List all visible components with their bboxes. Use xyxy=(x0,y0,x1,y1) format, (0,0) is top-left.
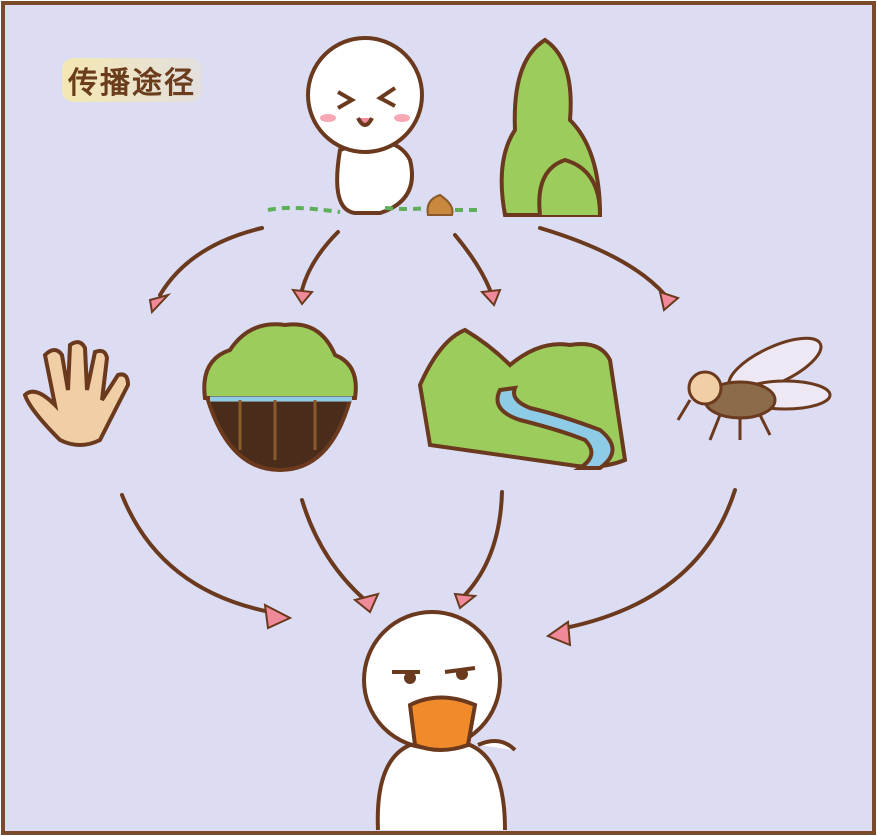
person-eating-icon xyxy=(362,610,517,831)
grass-strip xyxy=(267,205,480,214)
feces-icon xyxy=(426,193,454,216)
fly-icon xyxy=(676,336,832,441)
person-defecating-icon xyxy=(306,36,424,215)
title: 传播途径 xyxy=(62,58,202,102)
hand-icon xyxy=(22,340,131,447)
river-mountains-icon xyxy=(417,327,628,470)
soil-plants-icon xyxy=(202,322,358,473)
bush-icon xyxy=(499,37,603,217)
arrowheads xyxy=(148,288,680,647)
arrows xyxy=(120,226,737,630)
